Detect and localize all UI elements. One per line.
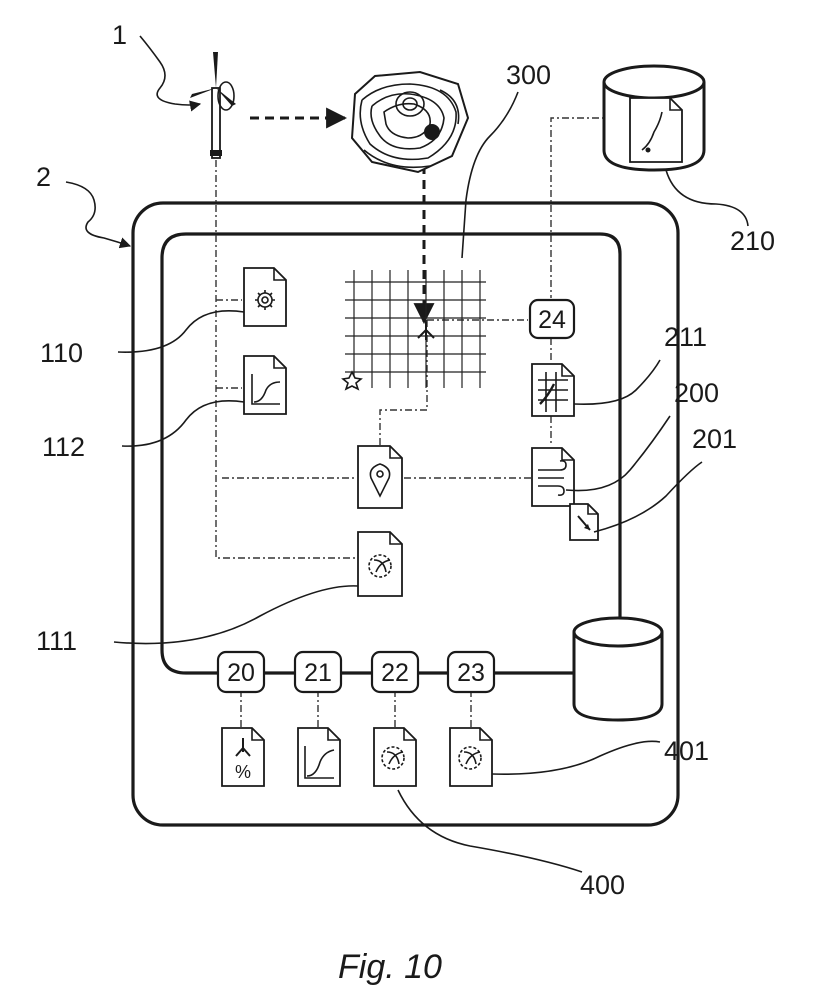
location-document-icon bbox=[358, 446, 402, 508]
module-20-label: 20 bbox=[227, 659, 255, 687]
module-21-box: 21 bbox=[295, 652, 341, 692]
external-database-icon bbox=[604, 66, 704, 170]
label-400: 400 bbox=[580, 870, 625, 900]
star-marker-icon bbox=[343, 372, 361, 389]
label-210: 210 bbox=[730, 226, 775, 256]
module-20-box: 20 bbox=[218, 652, 264, 692]
wind-grid-document-icon bbox=[532, 364, 574, 416]
label-201: 201 bbox=[692, 424, 737, 454]
module-24-label: 24 bbox=[538, 306, 566, 334]
label-300: 300 bbox=[506, 60, 551, 90]
label-110: 110 bbox=[40, 338, 83, 368]
result-400-document-icon bbox=[374, 728, 416, 786]
connection-lines bbox=[216, 118, 614, 728]
sub-document-icon bbox=[570, 504, 598, 540]
site-document-icon bbox=[358, 532, 402, 596]
label-401: 401 bbox=[664, 736, 709, 766]
label-111: 111 bbox=[36, 626, 77, 656]
wind-data-document-icon bbox=[532, 448, 574, 506]
label-211: 211 bbox=[664, 322, 707, 352]
label-112: 112 bbox=[42, 432, 85, 462]
result-401-document-icon bbox=[450, 728, 492, 786]
turbine-marker-icon bbox=[418, 322, 434, 340]
internal-database-icon bbox=[574, 618, 662, 720]
power-curve-document-icon bbox=[244, 356, 286, 414]
terrain-map-icon bbox=[352, 72, 468, 172]
percent-glyph: % bbox=[235, 762, 251, 782]
module-23-label: 23 bbox=[457, 659, 485, 687]
module-24-box: 24 bbox=[530, 300, 574, 338]
label-2: 2 bbox=[36, 162, 51, 192]
module-23-box: 23 bbox=[448, 652, 494, 692]
config-document-icon bbox=[244, 268, 286, 326]
percent-output-document-icon: % bbox=[222, 728, 264, 786]
label-1: 1 bbox=[112, 20, 127, 50]
module-21-label: 21 bbox=[304, 659, 332, 687]
module-22-label: 22 bbox=[381, 659, 409, 687]
curve-output-document-icon bbox=[298, 728, 340, 786]
label-200: 200 bbox=[674, 378, 719, 408]
site-model-grid bbox=[343, 270, 486, 389]
module-22-box: 22 bbox=[372, 652, 418, 692]
figure-caption: Fig. 10 bbox=[338, 948, 442, 986]
